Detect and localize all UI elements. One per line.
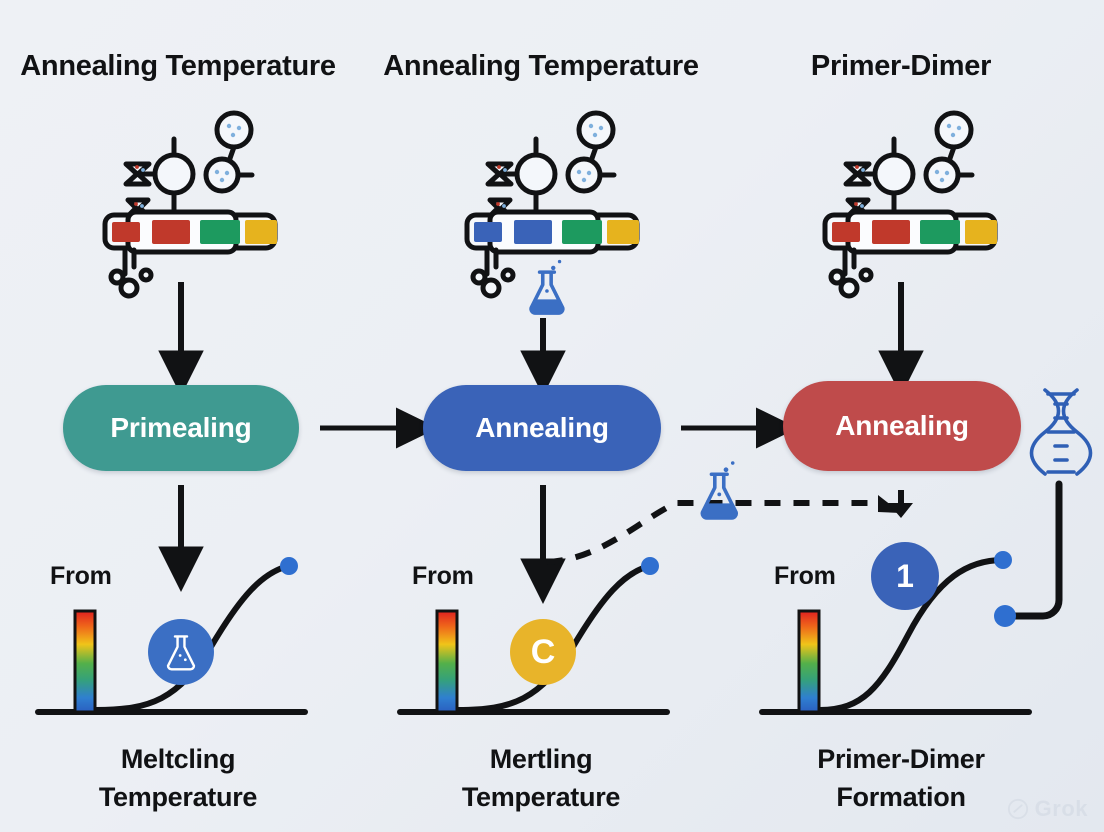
badge-letter-c[interactable]: C — [510, 619, 576, 685]
stage-pill-primealing[interactable]: Primealing — [63, 385, 299, 471]
curve-endpoint-dot-3 — [994, 551, 1012, 569]
curve-endpoint-dot-1 — [280, 557, 298, 575]
dna-return-path — [1008, 480, 1063, 620]
column-title-3: Primer-Dimer — [810, 50, 992, 82]
molecule-chip-cluster-icon — [102, 110, 278, 299]
dna-link-dot — [994, 605, 1016, 627]
stage-pill-annealing-red[interactable]: Annealing — [783, 381, 1021, 471]
bottom-label-1: Meltcling Temperature — [98, 744, 258, 813]
flask-icon — [700, 461, 738, 520]
watermark: Grok — [1007, 796, 1088, 822]
spectrum-bar-icon — [435, 609, 459, 714]
from-label-3: From — [774, 562, 836, 590]
bottom-label-3: Primer-Dimer Formation — [817, 744, 985, 813]
curve-endpoint-dot-2 — [641, 557, 659, 575]
column-title-1: Annealing Temperature — [20, 50, 336, 82]
bottom-label-2: Mertling Temperature — [461, 744, 621, 813]
column-title-2: Annealing Temperature — [383, 50, 699, 82]
watermark-text: Grok — [1034, 796, 1088, 821]
dna-helix-icon — [1029, 388, 1093, 476]
badge-flask-circle[interactable] — [148, 619, 214, 685]
dashed-flask-path — [546, 500, 878, 565]
spectrum-bar-icon — [73, 609, 97, 714]
flask-icon — [529, 259, 565, 315]
from-label-2: From — [412, 562, 474, 590]
flask-icon — [166, 635, 196, 671]
molecule-chip-cluster-icon — [822, 110, 998, 299]
grok-logo-icon — [1007, 798, 1028, 820]
molecule-chip-cluster-icon — [464, 110, 640, 299]
badge-number-1[interactable]: 1 — [871, 542, 939, 610]
spectrum-bar-icon — [797, 609, 821, 714]
from-label-1: From — [50, 562, 112, 590]
stage-pill-annealing-blue[interactable]: Annealing — [423, 385, 661, 471]
